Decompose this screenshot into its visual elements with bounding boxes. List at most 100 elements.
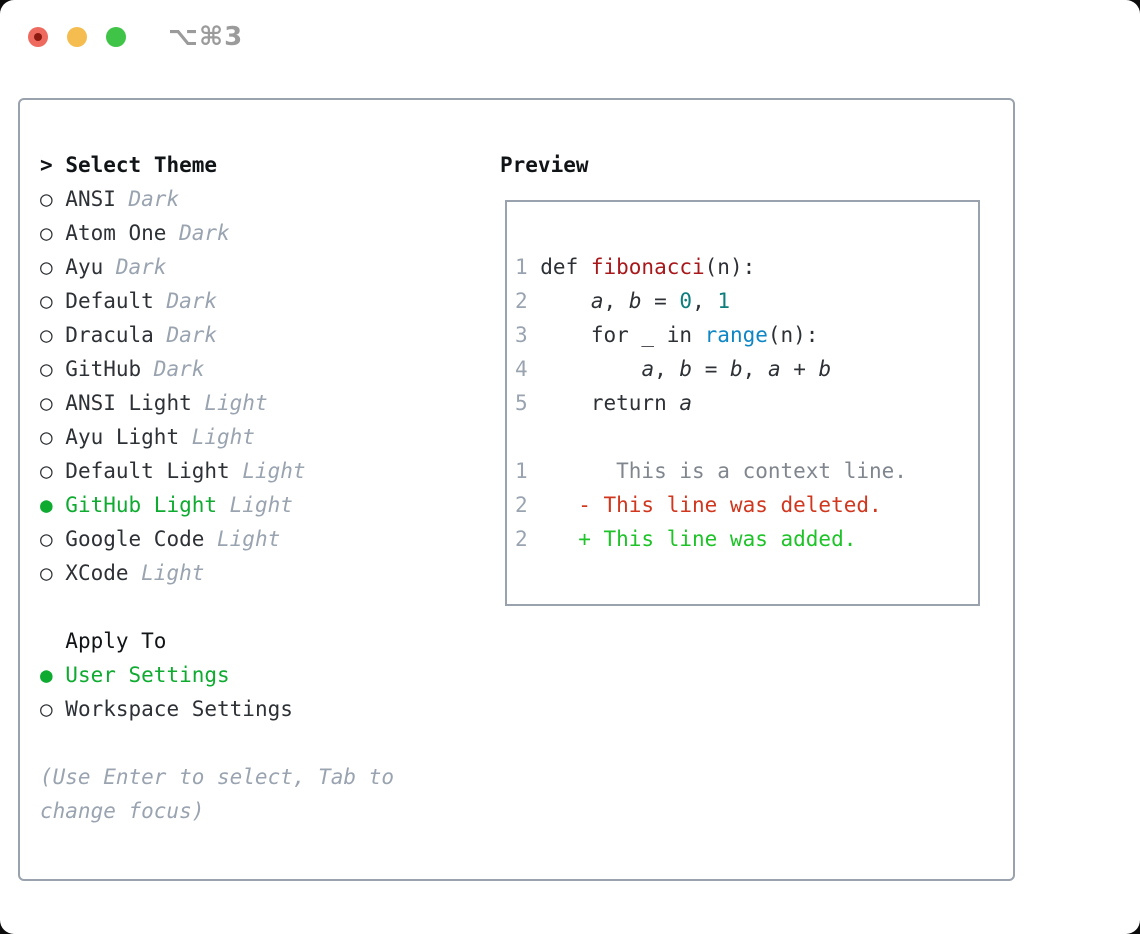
theme-picker-panel: > Select Theme ○ ANSI Dark○ Atom One Dar… (18, 98, 1015, 881)
radio-icon: ○ (40, 187, 66, 211)
theme-variant: Light (128, 561, 205, 585)
code-token (540, 357, 641, 381)
radio-icon: ○ (40, 459, 66, 483)
theme-variant: Dark (166, 221, 230, 245)
code-token: b (818, 357, 832, 381)
theme-option[interactable]: ○ Default Dark (40, 284, 394, 318)
radio-icon: ○ (40, 255, 66, 279)
code-token: = (641, 289, 680, 313)
select-theme-title: Select Theme (65, 153, 218, 177)
code-token: + This line was added. (540, 527, 857, 551)
theme-name: ANSI Light (65, 391, 192, 415)
hint-text-line1: (Use Enter to select, Tab to (40, 765, 395, 789)
code-line: 4 a, b = b, a + b (515, 352, 968, 386)
theme-name: Atom One (65, 221, 167, 245)
code-token: , (692, 289, 718, 313)
theme-name: XCode (65, 561, 129, 585)
code-line: 2 - This line was deleted. (515, 488, 968, 522)
code-token: b (729, 357, 743, 381)
code-token: a (590, 289, 604, 313)
theme-variant: Light (229, 459, 306, 483)
theme-name: Google Code (65, 527, 205, 551)
code-token: + (780, 357, 819, 381)
theme-option[interactable]: ○ Dracula Dark (40, 318, 394, 352)
radio-icon: ○ (40, 561, 66, 585)
theme-name: GitHub (65, 357, 142, 381)
line-number: 1 (515, 459, 528, 483)
theme-name: Dracula (65, 323, 154, 347)
theme-variant: Light (217, 493, 293, 517)
preview-header: Preview (500, 153, 589, 177)
theme-list: ○ ANSI Dark○ Atom One Dark○ Ayu Dark○ De… (40, 182, 394, 590)
theme-variant: Light (179, 425, 255, 449)
selection-caret-icon: > (40, 153, 53, 177)
theme-variant: Dark (153, 323, 218, 347)
code-token: a (679, 391, 693, 415)
line-number: 5 (515, 391, 528, 415)
code-token: (n): (767, 323, 819, 347)
code-token: a (641, 357, 655, 381)
code-token: = (692, 357, 730, 381)
window-titlebar: ⌥⌘3 (0, 0, 1140, 74)
code-token: return (540, 391, 680, 415)
radio-icon: ○ (40, 527, 66, 551)
code-token: , (654, 357, 680, 381)
theme-option[interactable]: ○ ANSI Dark (40, 182, 394, 216)
code-token: , (742, 357, 768, 381)
apply-to-header: Apply To (65, 629, 167, 653)
zoom-button[interactable] (106, 27, 126, 47)
theme-variant: Light (204, 527, 281, 551)
radio-icon: ○ (40, 323, 66, 347)
theme-option[interactable]: ○ Atom One Dark (40, 216, 394, 250)
radio-icon: ○ (40, 391, 66, 415)
apply-option-label: User Settings (65, 663, 230, 687)
theme-option[interactable]: ● GitHub Light Light (40, 488, 394, 522)
code-token: 1 (717, 289, 731, 313)
theme-name: Ayu Light (65, 425, 180, 449)
line-number: 4 (515, 357, 528, 381)
line-number: 2 (515, 527, 528, 551)
radio-icon: ○ (40, 289, 66, 313)
theme-option[interactable]: ○ Google Code Light (40, 522, 394, 556)
theme-option[interactable]: ○ ANSI Light Light (40, 386, 394, 420)
theme-variant: Light (191, 391, 268, 415)
code-line: 2 + This line was added. (515, 522, 968, 556)
theme-name: ANSI (65, 187, 116, 211)
code-token: - This line was deleted. (540, 493, 882, 517)
code-token: 0 (679, 289, 693, 313)
theme-name: Ayu (65, 255, 104, 279)
minimize-button[interactable] (67, 27, 87, 47)
line-number: 2 (515, 289, 528, 313)
theme-option[interactable]: ○ Ayu Light Light (40, 420, 394, 454)
close-button[interactable] (28, 27, 48, 47)
code-token: b (679, 357, 693, 381)
spacer (40, 726, 394, 760)
code-token: , (603, 289, 629, 313)
radio-icon: ○ (40, 425, 66, 449)
apply-option-label: Workspace Settings (65, 697, 293, 721)
theme-option[interactable]: ○ Ayu Dark (40, 250, 394, 284)
code-token: a (767, 357, 781, 381)
code-token: for _ in (540, 323, 705, 347)
code-line: 2 a, b = 0, 1 (515, 284, 968, 318)
apply-to-option[interactable]: ○ Workspace Settings (40, 692, 394, 726)
apply-to-option[interactable]: ● User Settings (40, 658, 394, 692)
theme-option[interactable]: ○ GitHub Dark (40, 352, 394, 386)
window-title: ⌥⌘3 (168, 22, 244, 52)
line-number: 2 (515, 493, 528, 517)
apply-to-list: ● User Settings○ Workspace Settings (40, 658, 394, 726)
theme-name: Default (65, 289, 154, 313)
code-token: def (540, 255, 591, 279)
theme-option[interactable]: ○ XCode Light (40, 556, 394, 590)
theme-variant: Dark (103, 255, 167, 279)
theme-name: GitHub Light (65, 493, 218, 517)
theme-option[interactable]: ○ Default Light Light (40, 454, 394, 488)
theme-list-column: > Select Theme ○ ANSI Dark○ Atom One Dar… (40, 148, 394, 828)
radio-icon: ○ (40, 697, 66, 721)
code-token (540, 289, 591, 313)
